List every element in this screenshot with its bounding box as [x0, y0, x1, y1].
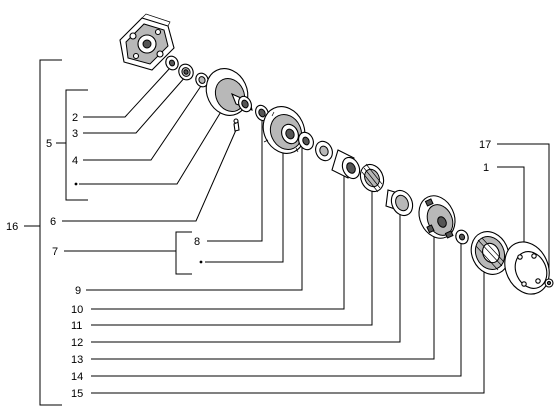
part-17-bolt: [544, 278, 554, 288]
bracket-5: [56, 89, 88, 201]
part-2-ring: [165, 55, 179, 71]
label-dot-4: [74, 182, 78, 186]
part-13-roller-cage: [359, 163, 385, 193]
part-9-movable-pulley: [262, 106, 306, 154]
label-11: 11: [71, 320, 82, 332]
label-dot-8: [199, 260, 203, 264]
part-10-spacer: [298, 131, 314, 151]
part-4-washer: [195, 72, 209, 88]
label-3: 3: [72, 128, 78, 140]
label-6: 6: [50, 216, 56, 228]
part-3-bearing: [178, 63, 194, 81]
part-15-clutch-carrier: [418, 195, 456, 239]
label-16: 16: [6, 221, 18, 233]
label-1: 1: [483, 162, 489, 174]
label-4: 4: [72, 155, 78, 167]
part-6-pin: [233, 118, 240, 132]
label-8: 8: [194, 236, 200, 248]
label-5: 5: [46, 138, 52, 150]
part-1-outer-drum: [504, 241, 550, 295]
part-clutch-bell: [470, 231, 510, 275]
label-7: 7: [52, 246, 58, 258]
callout-labels: 1 2 3 4 5 6 7 8 9 10 11 12 13 14 15 16 1…: [6, 112, 491, 400]
leader-lines: [62, 67, 550, 394]
bracket-16: [24, 59, 62, 406]
part-14-collar: [385, 189, 414, 217]
label-15: 15: [71, 388, 83, 400]
part-11-ring: [315, 140, 333, 162]
top-housing-part: [119, 13, 175, 71]
label-10: 10: [71, 304, 83, 316]
label-17: 17: [479, 139, 491, 151]
label-2: 2: [72, 112, 78, 124]
label-14: 14: [71, 371, 83, 383]
part-12-bushing: [331, 149, 361, 180]
label-9: 9: [75, 285, 81, 297]
label-13: 13: [71, 354, 83, 366]
pulley-disc-part: [205, 68, 253, 116]
part-nut: [455, 229, 469, 245]
label-12: 12: [71, 337, 83, 349]
bracket-7: [64, 231, 192, 275]
